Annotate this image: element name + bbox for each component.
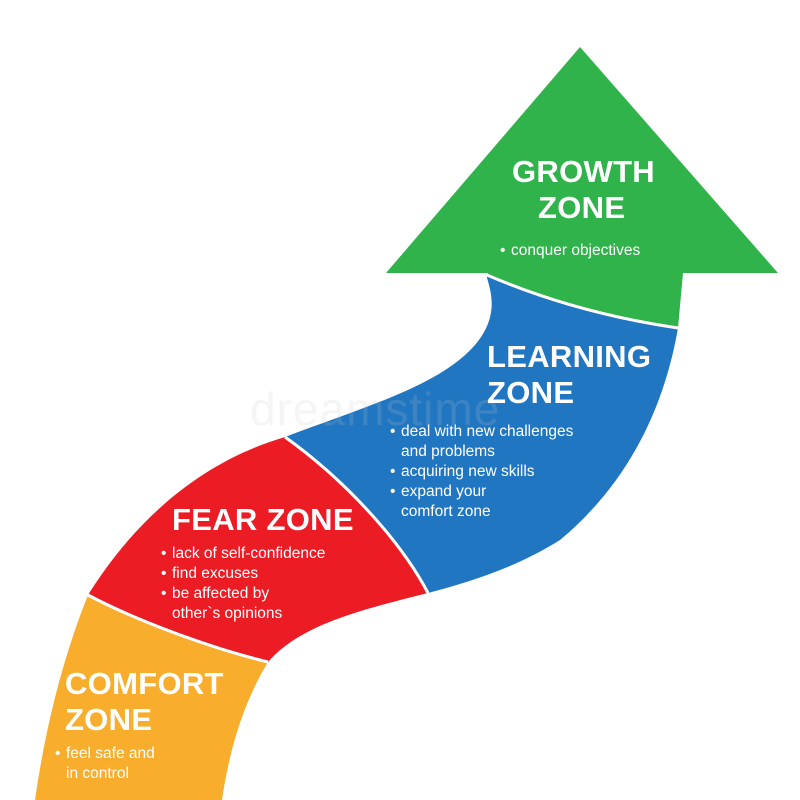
comfort-zone-title-line: COMFORT — [65, 666, 224, 701]
divider-learning-growth — [486, 273, 679, 330]
fear-zone-bullet: be affected by other`s opinions — [161, 584, 325, 624]
growth-zone-title-line: GROWTH — [512, 154, 655, 189]
fear-zone-title: FEAR ZONE — [172, 502, 354, 538]
comfort-zone-bullets: feel safe and in control — [55, 744, 155, 784]
comfort-zone-title-line: ZONE — [65, 702, 153, 737]
divider-fear-learning — [284, 435, 430, 594]
growth-zone-title-line: ZONE — [538, 190, 626, 225]
learning-zone-title-line: ZONE — [487, 375, 575, 410]
comfort-zone-bullet: feel safe and in control — [55, 744, 155, 784]
learning-zone-title: LEARNING ZONE — [487, 339, 651, 411]
learning-zone-bullet: deal with new challenges and problems — [390, 422, 573, 462]
growth-zone-segment — [386, 47, 778, 328]
divider-comfort-fear — [87, 593, 269, 664]
fear-zone-bullet: find excuses — [161, 564, 325, 584]
growth-zone-bullets: conquer objectives — [500, 241, 640, 261]
learning-zone-bullets: deal with new challenges and problems ac… — [390, 422, 573, 522]
growth-zone-bullet: conquer objectives — [500, 241, 640, 261]
learning-zone-title-line: LEARNING — [487, 339, 652, 374]
comfort-zone-title: COMFORT ZONE — [65, 666, 224, 738]
fear-zone-title-line: FEAR ZONE — [172, 502, 354, 537]
learning-zone-bullet: expand your comfort zone — [390, 482, 573, 522]
fear-zone-bullets: lack of self-confidence find excuses be … — [161, 544, 325, 624]
fear-zone-bullet: lack of self-confidence — [161, 544, 325, 564]
growth-zone-title: GROWTH ZONE — [512, 154, 655, 226]
learning-zone-bullet: acquiring new skills — [390, 462, 573, 482]
